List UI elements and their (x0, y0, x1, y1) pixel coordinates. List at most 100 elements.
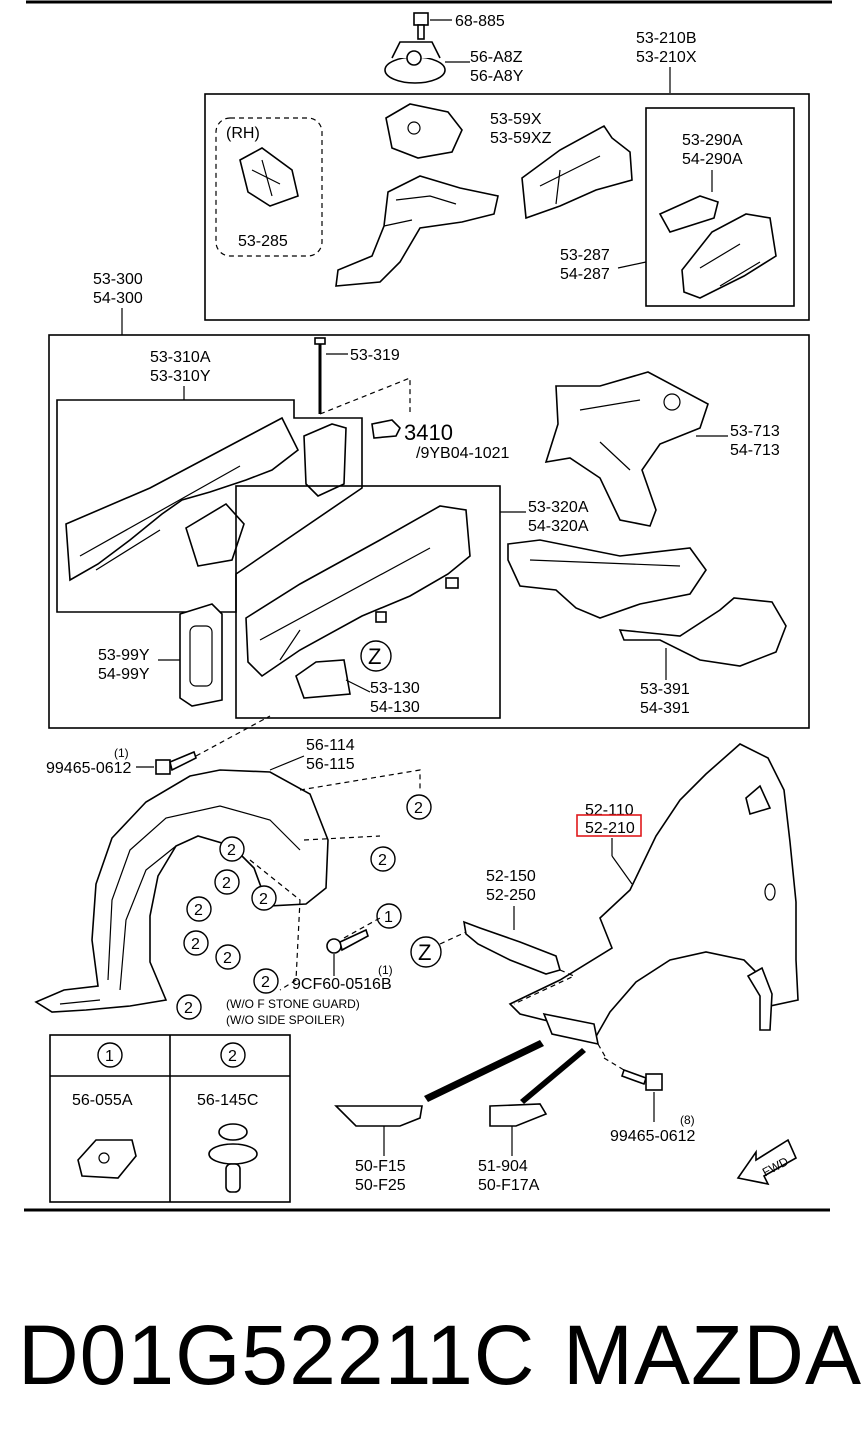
label-qty-1-a: (1) (114, 746, 129, 760)
label-54-300: 54-300 (93, 290, 143, 307)
fwd-arrow-icon: FWD (736, 1138, 798, 1186)
label-50-F15: 50-F15 (355, 1158, 406, 1175)
rh-dashed-box (215, 117, 323, 257)
legend-num-1: 1 (105, 1048, 114, 1065)
bracket-53-59X-icon (521, 124, 633, 220)
label-54-290A: 54-290A (682, 151, 743, 168)
note-wo-side-spoiler: (W/O SIDE SPOILER) (226, 1013, 345, 1027)
front-fender-icon (508, 743, 799, 1042)
label-52-150: 52-150 (486, 868, 536, 885)
strut-tower-group-box (204, 93, 810, 321)
label-z-upper: Z (368, 644, 381, 669)
label-53-391: 53-391 (640, 681, 690, 698)
bracket-53-130-icon (295, 659, 351, 699)
seal-strip-right (520, 1048, 586, 1104)
label-qty-8: (8) (680, 1113, 695, 1127)
label-53-319: 53-319 (350, 347, 400, 364)
legend-num-2: 2 (228, 1048, 237, 1065)
label-54-130: 54-130 (370, 699, 420, 716)
label-53-287: 53-287 (560, 247, 610, 264)
label-53-210B: 53-210B (636, 30, 697, 47)
clip-callouts: 2 2 2 2 2 2 2 2 2 2 1 (176, 794, 432, 1020)
apron-53-320A-icon (245, 505, 471, 678)
rod-53-319-icon (314, 337, 326, 414)
label-56-055A: 56-055A (72, 1092, 133, 1109)
callout-z-upper (360, 640, 392, 672)
svg-text:2: 2 (261, 974, 270, 991)
label-52-110: 52-110 (585, 802, 634, 819)
label-56-114: 56-114 (306, 737, 355, 754)
label-50-F17A: 50-F17A (478, 1177, 540, 1194)
label-rh: (RH) (226, 125, 260, 142)
label-52-250: 52-250 (486, 887, 536, 904)
label-56-A8Y: 56-A8Y (470, 68, 524, 85)
svg-text:2: 2 (222, 875, 231, 892)
svg-text:2: 2 (414, 800, 423, 817)
callout-z-lower (410, 936, 442, 968)
label-9YB04-1021: /9YB04-1021 (416, 445, 510, 462)
part-number: D01G52211C (18, 1308, 536, 1402)
bolt-99465-0612-b-icon (620, 1068, 663, 1091)
label-53-210X: 53-210X (636, 49, 697, 66)
label-53-310Y: 53-310Y (150, 368, 211, 385)
reinforcement-53-287-icon (681, 213, 777, 299)
frame-rail-53-310A-icon (65, 416, 347, 582)
label-53-300: 53-300 (93, 271, 143, 288)
label-68-885: 68-885 (455, 13, 505, 30)
label-54-320A: 54-320A (528, 518, 589, 535)
reference-pointer-icon (371, 419, 401, 439)
label-53-285: 53-285 (238, 233, 288, 250)
label-54-99Y: 54-99Y (98, 666, 150, 683)
cover-53-99Y-icon (179, 603, 223, 707)
screw-9CF60-icon (326, 928, 369, 954)
label-53-99Y: 53-99Y (98, 647, 150, 664)
label-56-A8Z: 56-A8Z (470, 49, 523, 66)
label-53-320A: 53-320A (528, 499, 589, 516)
seal-strip-left (424, 1040, 544, 1102)
label-99465-0612-a: 99465-0612 (46, 760, 132, 777)
fender-liner-icon (34, 769, 329, 1013)
bracket-53-285-icon (239, 147, 299, 207)
bracket-53-713-icon (544, 371, 709, 527)
clip-56-145C-icon (208, 1123, 258, 1193)
label-56-145C: 56-145C (197, 1092, 258, 1109)
brand-name: MAZDA (563, 1308, 862, 1402)
label-3410: 3410 (404, 420, 453, 445)
bracket-53-290A-icon (658, 195, 719, 233)
bolt-68-885-icon (413, 12, 429, 40)
front-frame-group-box (48, 334, 810, 729)
label-56-115: 56-115 (306, 756, 355, 773)
strut-mount-icon (384, 41, 446, 84)
flap-51-904-icon (489, 1103, 548, 1127)
label-qty-1-b: (1) (378, 963, 393, 977)
note-wo-stone-guard: (W/O F STONE GUARD) (226, 997, 360, 1011)
svg-text:2: 2 (223, 950, 232, 967)
label-9CF60-0516B: 9CF60-0516B (292, 976, 392, 993)
svg-text:2: 2 (191, 936, 200, 953)
fastener-legend-table: 1 2 56-055A 56-145C (49, 1034, 291, 1203)
label-53-290A: 53-290A (682, 132, 743, 149)
svg-text:1: 1 (384, 909, 393, 926)
label-99465-0612-b: 99465-0612 (610, 1128, 696, 1145)
trim-50-F15-icon (334, 1105, 423, 1127)
label-53-130: 53-130 (370, 680, 420, 697)
svg-text:2: 2 (259, 891, 268, 908)
label-54-713: 54-713 (730, 442, 780, 459)
bracket-52-150-icon (462, 920, 561, 975)
label-51-904: 51-904 (478, 1158, 528, 1175)
label-53-713: 53-713 (730, 423, 780, 440)
svg-text:2: 2 (184, 1000, 193, 1017)
label-50-F25: 50-F25 (355, 1177, 406, 1194)
svg-text:2: 2 (227, 842, 236, 859)
label-52-210: 52-210 (585, 820, 635, 837)
clip-56-055A-icon (77, 1139, 137, 1179)
label-53-59X: 53-59X (490, 111, 542, 128)
fender-lower-bracket-icon (542, 1012, 607, 1059)
svg-text:2: 2 (194, 902, 203, 919)
bolt-99465-0612-icon (155, 750, 197, 775)
label-53-59XZ: 53-59XZ (490, 130, 552, 147)
svg-text:2: 2 (378, 852, 387, 869)
label-z-lower: Z (418, 940, 431, 965)
highlight-52-210 (576, 814, 642, 837)
strut-tower-icon (335, 103, 499, 287)
